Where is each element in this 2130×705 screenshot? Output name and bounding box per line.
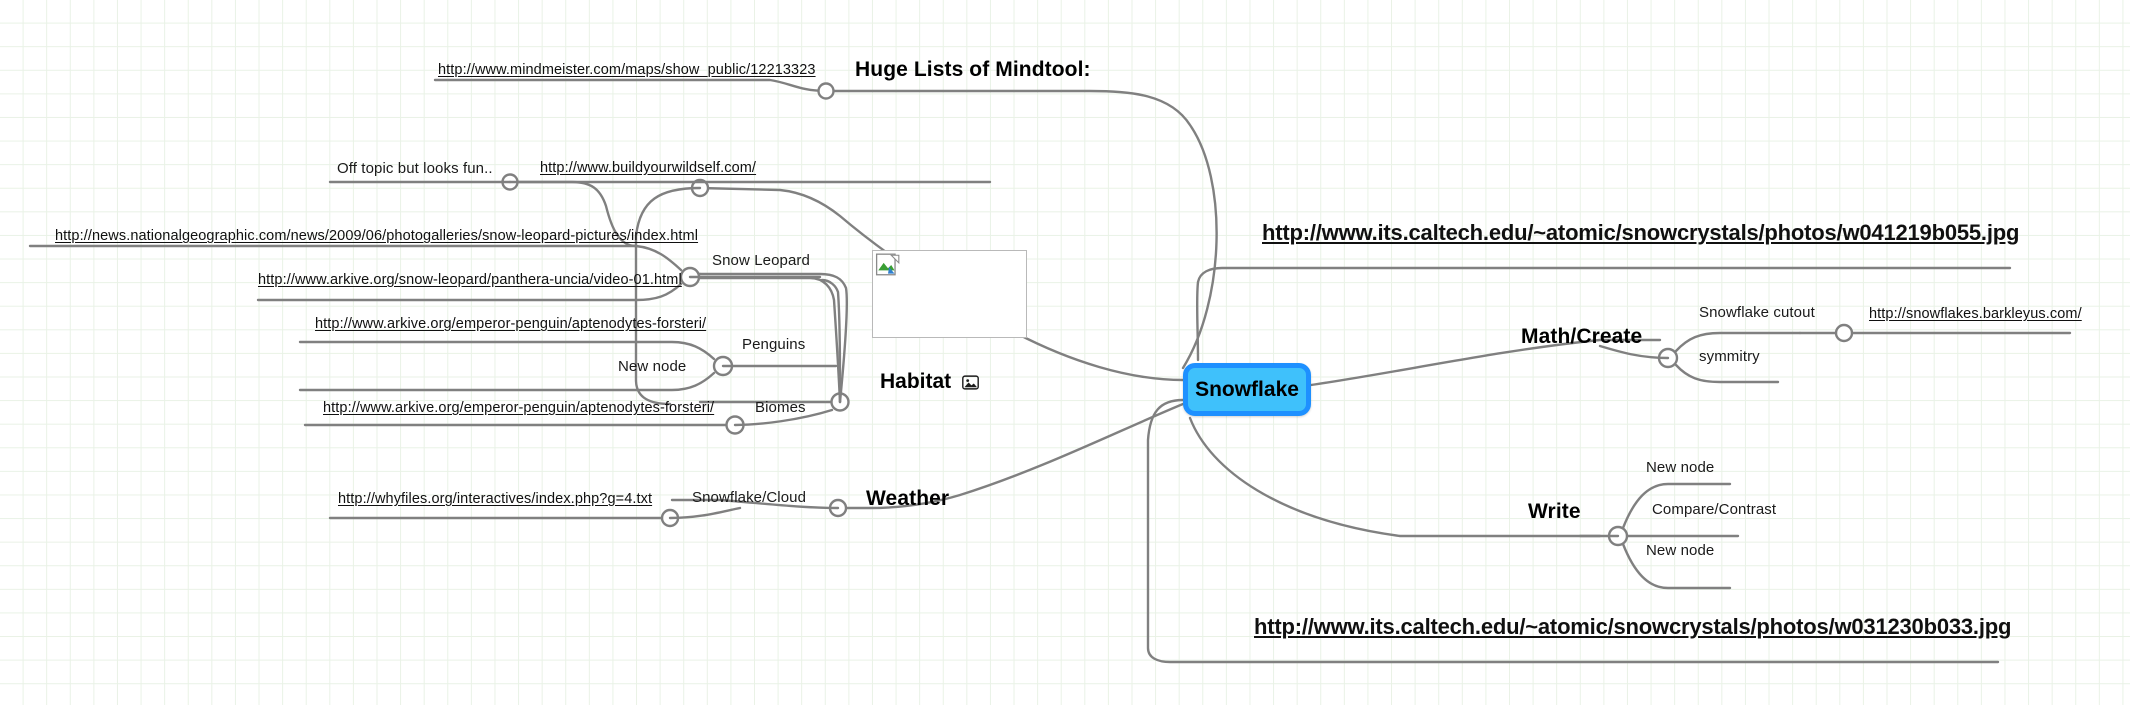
branch-label: Weather — [866, 487, 950, 510]
link-buildyourwildself[interactable]: http://www.buildyourwildself.com/ — [540, 160, 757, 176]
link-arkive-snow-leopard-video[interactable]: http://www.arkive.org/snow-leopard/panth… — [258, 272, 682, 288]
node-symmitry[interactable]: symmitry — [1699, 348, 1760, 365]
node-snowflake-cloud[interactable]: Snowflake/Cloud — [692, 489, 807, 506]
note-off-topic[interactable]: Off topic but looks fun.. — [337, 160, 493, 177]
link-caltech-photo-w041219b055[interactable]: http://www.its.caltech.edu/~atomic/snowc… — [1262, 220, 2020, 245]
broken-image-icon — [875, 253, 900, 276]
habitat-image-placeholder[interactable] — [872, 250, 1027, 338]
node-snow-leopard[interactable]: Snow Leopard — [712, 252, 810, 269]
node-new-node-penguins[interactable]: New node — [618, 358, 687, 375]
branch-label: Write — [1528, 500, 1581, 523]
link-arkive-emperor-penguin-2[interactable]: http://www.arkive.org/emperor-penguin/ap… — [323, 400, 715, 416]
node-snowflake-cutout[interactable]: Snowflake cutout — [1699, 304, 1815, 321]
branch-label: Huge Lists of Mindtool: — [855, 58, 1091, 81]
link-snowflakes-barkleyus[interactable]: http://snowflakes.barkleyus.com/ — [1869, 306, 2082, 322]
link-caltech-photo-w031230b033[interactable]: http://www.its.caltech.edu/~atomic/snowc… — [1254, 614, 2012, 639]
node-biomes[interactable]: Biomes — [755, 399, 806, 416]
branch-label: Habitat — [880, 370, 952, 393]
link-mindmeister-map[interactable]: http://www.mindmeister.com/maps/show_pub… — [438, 62, 816, 78]
branch-huge-lists-of-mindtool[interactable]: Huge Lists of Mindtool: — [855, 58, 1091, 82]
branch-write[interactable]: Write — [1528, 500, 1581, 524]
link-nationalgeographic-snow-leopard[interactable]: http://news.nationalgeographic.com/news/… — [55, 228, 699, 244]
branch-weather[interactable]: Weather — [866, 487, 949, 511]
branch-math-create[interactable]: Math/Create — [1521, 325, 1642, 349]
image-icon — [962, 374, 980, 390]
root-node-label: Snowflake — [1195, 377, 1299, 401]
node-penguins[interactable]: Penguins — [742, 336, 806, 353]
link-arkive-emperor-penguin-1[interactable]: http://www.arkive.org/emperor-penguin/ap… — [315, 316, 707, 332]
root-node-snowflake[interactable]: Snowflake — [1183, 363, 1311, 416]
branch-habitat[interactable]: Habitat — [880, 370, 980, 394]
link-whyfiles-interactives[interactable]: http://whyfiles.org/interactives/index.p… — [338, 491, 653, 507]
branch-label: Math/Create — [1521, 325, 1643, 348]
node-new-node-write-1[interactable]: New node — [1646, 459, 1715, 476]
node-new-node-write-2[interactable]: New node — [1646, 542, 1715, 559]
node-compare-contrast[interactable]: Compare/Contrast — [1652, 501, 1777, 518]
